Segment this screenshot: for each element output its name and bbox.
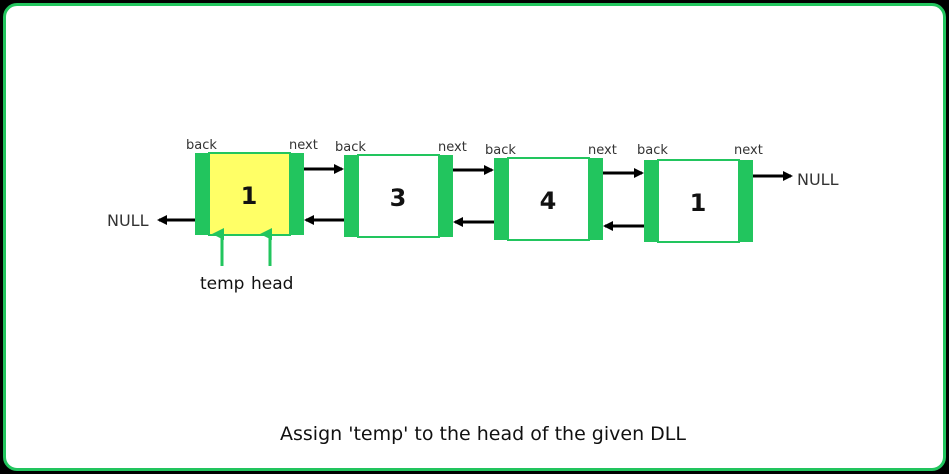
node-2-back-segment: [494, 158, 508, 240]
node-3-value: 1: [690, 189, 707, 217]
diagram-frame: [3, 3, 946, 471]
node-2-back-label: back: [485, 143, 516, 158]
node-1-value: 3: [390, 184, 407, 212]
null-right-label: NULL: [797, 170, 839, 189]
dll-node-1: 3 back next: [335, 140, 467, 238]
node-3-back-segment: [644, 160, 658, 242]
node-0-next-label: next: [289, 138, 318, 153]
node-1-next-segment: [439, 155, 453, 237]
node-0-value: 1: [241, 182, 258, 210]
null-left-label: NULL: [107, 211, 149, 230]
node-2-next-segment: [589, 158, 603, 240]
node-0-back-label: back: [186, 138, 217, 153]
node-1-next-label: next: [438, 140, 467, 155]
node-2-next-label: next: [588, 143, 617, 158]
node-3-next-segment: [739, 160, 753, 242]
node-0-next-segment: [290, 153, 304, 235]
node-0-back-segment: [195, 153, 209, 235]
head-label: head: [251, 274, 293, 294]
diagram-caption: Assign 'temp' to the head of the given D…: [280, 423, 686, 445]
dll-node-0: 1 back next: [186, 138, 318, 236]
dll-node-3: 1 back next: [637, 143, 763, 243]
node-1-back-segment: [344, 155, 358, 237]
dll-node-2: 4 back next: [485, 143, 617, 241]
node-3-data-box: [657, 159, 740, 243]
node-3-next-label: next: [734, 143, 763, 158]
node-3-back-label: back: [637, 143, 668, 158]
node-0-data-box: [208, 152, 291, 236]
temp-label: temp: [200, 274, 244, 294]
node-1-data-box: [357, 154, 440, 238]
node-1-back-label: back: [335, 140, 366, 155]
node-2-value: 4: [540, 187, 557, 215]
